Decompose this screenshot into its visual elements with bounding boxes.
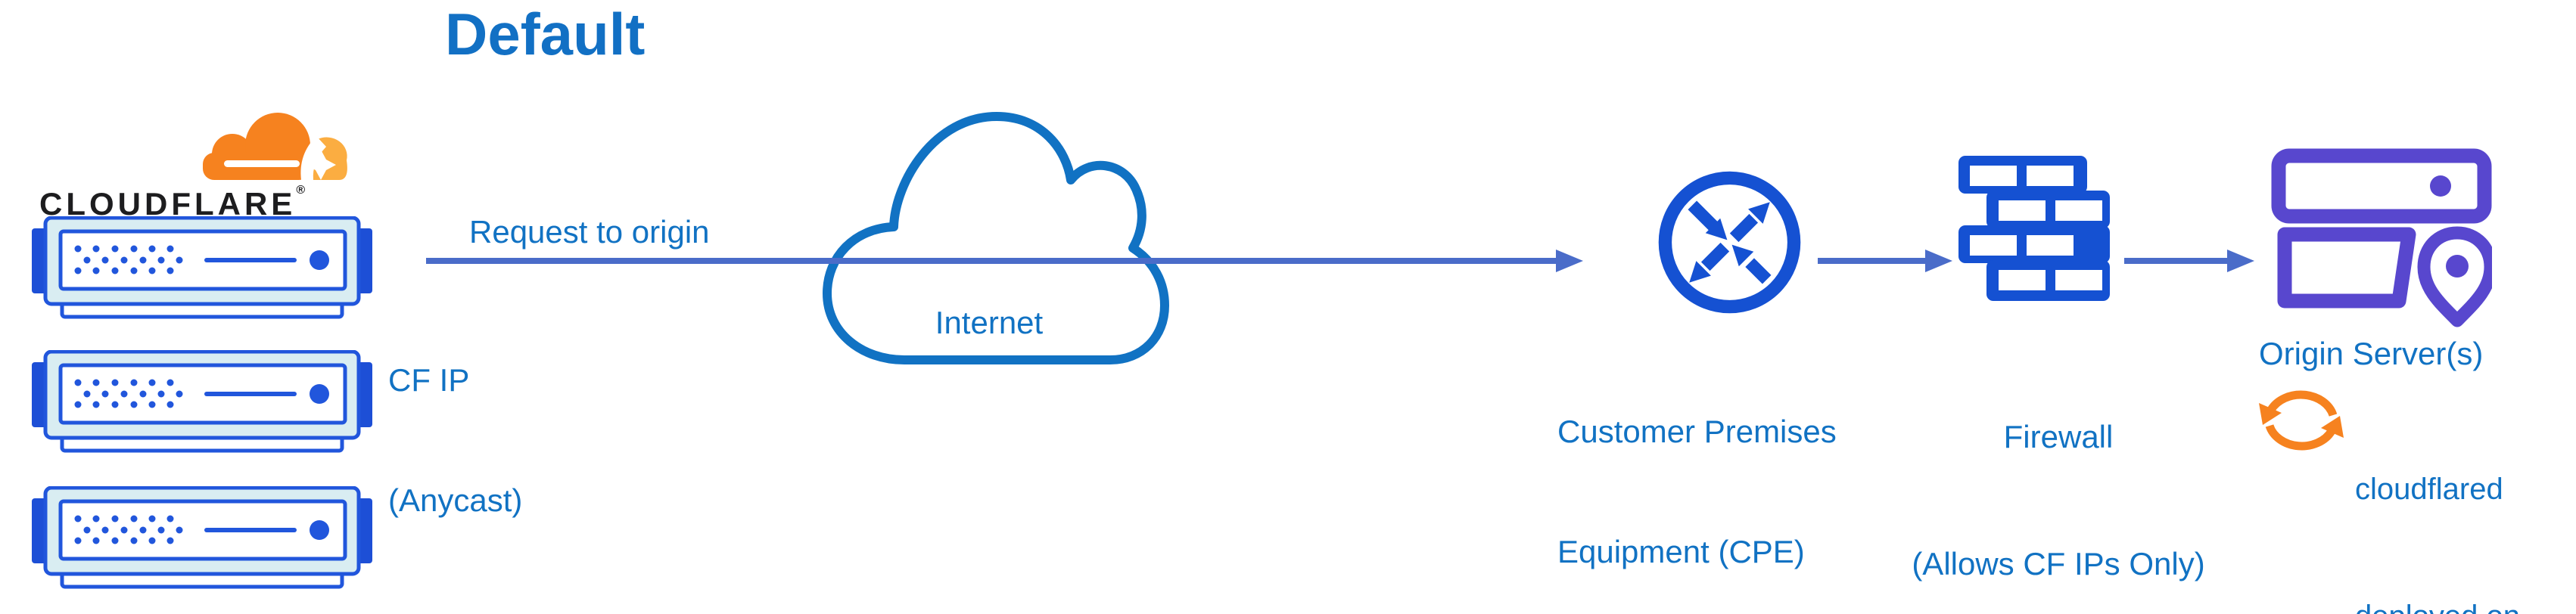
cloudflare-logo-icon [189,106,352,185]
cpe-to-firewall-arrow-line [1818,258,1925,264]
firewall-label-line1: Firewall [2003,419,2114,454]
anycast-line: (Anycast) [388,482,523,518]
registered-mark: ® [296,184,306,197]
cpe-label-line1: Customer Premises [1557,414,1837,449]
firewall-to-origin-arrow-line [2124,258,2227,264]
request-arrowhead-icon [1556,250,1583,272]
cloudflared-note-line1: cloudflared [2355,473,2503,506]
cloudflare-server-icon [32,350,372,453]
firewall-label: Firewall (Allows CF IPs Only) [1877,331,2240,614]
request-arrow-line [426,258,1556,264]
cpe-to-firewall-arrowhead-icon [1925,250,1952,272]
cloudflare-brand-text: CLOUDFLARE [39,186,297,222]
firewall-label-line2: (Allows CF IPs Only) [1912,546,2205,581]
internet-cloud-icon [815,107,1176,372]
cloudflare-server-icon [32,216,372,319]
cpe-label: Customer Premises Equipment (CPE) [1557,331,1837,614]
cpe-label-line2: Equipment (CPE) [1557,534,1805,569]
firewall-to-origin-arrowhead-icon [2227,250,2254,272]
sync-arrows-icon [2255,382,2347,457]
cf-ip-line: CF IP [388,362,470,398]
internet-label: Internet [935,305,1044,340]
origin-servers-label: Origin Server(s) [2259,336,2484,371]
cloudflared-note-label: cloudflared deployed on servers [2355,383,2520,614]
request-to-origin-label: Request to origin [469,214,710,250]
cloudflared-note-line2: deployed on [2355,595,2520,614]
origin-servers-icon [2271,148,2492,330]
cpe-router-icon [1652,165,1807,320]
diagram-title: Default [445,1,646,67]
cloudflare-wordmark: CLOUDFLARE® [39,184,305,222]
cf-ip-anycast-label: CF IP (Anycast) [388,280,522,600]
firewall-brick-icon [1958,156,2110,301]
cloudflare-server-icon [32,486,372,589]
